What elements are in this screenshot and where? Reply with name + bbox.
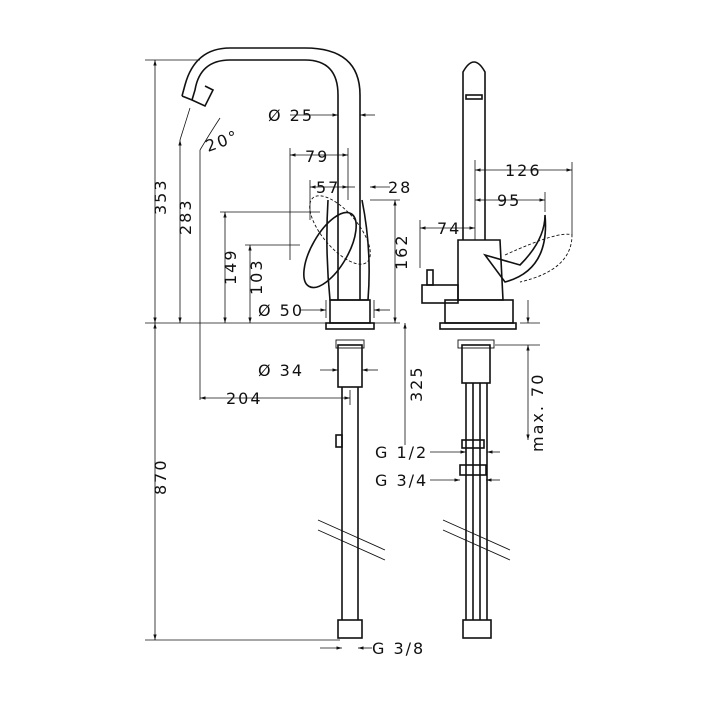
label-thread-g12: G 1/2 xyxy=(375,443,428,462)
label-dim-95: 95 xyxy=(497,191,521,210)
label-dim-79: 79 xyxy=(305,147,329,166)
label-hose-length: 870 xyxy=(151,458,170,495)
label-reach: 204 xyxy=(226,389,263,408)
side-dimensions: Ø 25 20° 79 57 28 149 103 162 Ø 50 353 2… xyxy=(145,59,425,658)
side-view-faucet xyxy=(181,47,386,639)
label-outlet-height: 283 xyxy=(176,198,195,235)
label-max-thickness: max. 70 xyxy=(528,373,547,452)
label-spout-diameter: Ø 25 xyxy=(268,106,314,125)
label-total-height: 353 xyxy=(151,178,170,215)
label-dim-57: 57 xyxy=(316,178,340,197)
label-dim-74: 74 xyxy=(437,219,461,238)
label-dim-325: 325 xyxy=(407,365,426,402)
label-hose-thread: G 3/8 xyxy=(372,639,425,658)
front-view-faucet xyxy=(421,61,573,639)
label-thread-g34: G 3/4 xyxy=(375,471,428,490)
label-dim-28: 28 xyxy=(388,178,412,197)
front-dimensions: 126 95 74 325 max. 70 G 1/2 G 3/4 xyxy=(375,160,573,490)
label-spout-angle: 20° xyxy=(203,126,242,156)
label-shank-diameter: Ø 34 xyxy=(258,361,304,380)
label-dim-103: 103 xyxy=(247,258,266,295)
label-dim-126: 126 xyxy=(505,161,542,180)
label-dim-149: 149 xyxy=(221,248,240,285)
label-base-diameter: Ø 50 xyxy=(258,301,304,320)
label-dim-162: 162 xyxy=(392,233,411,270)
